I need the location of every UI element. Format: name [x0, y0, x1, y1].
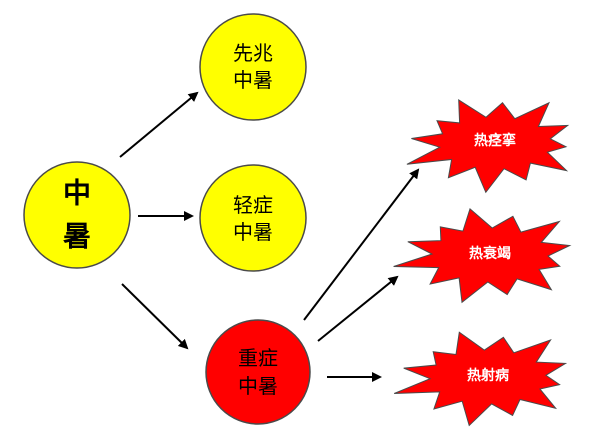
- severe-node: 重症 中暑: [205, 319, 311, 425]
- precursor-node-line2: 中暑: [233, 68, 273, 92]
- arrow-severe-to-cramps: [303, 168, 420, 321]
- precursor-node: 先兆 中暑: [199, 13, 307, 121]
- exhaustion-label: 热衰竭: [469, 245, 511, 262]
- outcome-stroke: 热射病: [394, 331, 568, 427]
- cramps-burst-shape: [406, 98, 570, 194]
- stroke-label: 热射病: [467, 367, 509, 384]
- root-node: 中 暑: [23, 161, 131, 269]
- arrow-root-to-precursor: [119, 91, 199, 158]
- mild-node-line1: 轻症: [233, 193, 273, 217]
- stroke-burst-shape: [394, 331, 568, 427]
- mild-node: 轻症 中暑: [199, 164, 307, 272]
- severe-node-line1: 重症: [238, 346, 278, 370]
- root-node-line1: 中: [63, 177, 91, 210]
- root-node-line2: 暑: [63, 220, 91, 253]
- arrow-severe-to-exhaustion: [317, 275, 399, 342]
- cramps-label: 热痉挛: [474, 132, 516, 149]
- arrow-root-to-severe: [121, 283, 189, 350]
- exhaustion-burst-shape: [393, 208, 572, 304]
- precursor-node-line1: 先兆: [233, 41, 273, 65]
- outcome-exhaustion: 热衰竭: [393, 208, 572, 304]
- severe-node-line2: 中暑: [238, 374, 278, 398]
- outcome-cramps: 热痉挛: [406, 98, 570, 194]
- mild-node-line2: 中暑: [233, 220, 273, 244]
